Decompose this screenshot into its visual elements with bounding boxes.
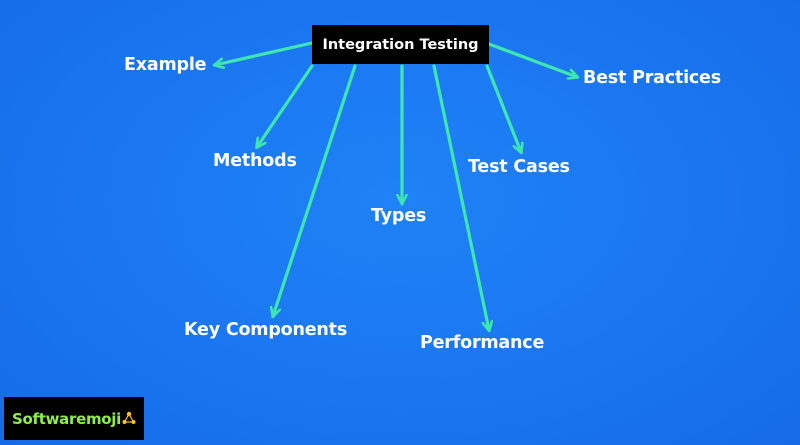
arrow-to-performance xyxy=(432,64,489,330)
root-node-integration-testing: Integration Testing xyxy=(312,25,489,64)
arrow-to-key-components xyxy=(273,64,357,316)
node-test-cases: Test Cases xyxy=(468,157,570,177)
arrow-to-test-cases xyxy=(485,64,521,152)
node-key-components: Key Components xyxy=(184,320,348,340)
node-methods: Methods xyxy=(213,151,297,171)
root-node-label: Integration Testing xyxy=(322,36,479,53)
arrow-to-example xyxy=(215,41,314,65)
logo-network-icon xyxy=(122,411,136,424)
logo-text: Softwaremoji xyxy=(12,409,121,428)
node-example: Example xyxy=(124,55,207,75)
arrow-to-methods xyxy=(257,64,314,147)
softwaremoji-logo: Softwaremoji xyxy=(4,397,144,440)
arrow-to-best-practices xyxy=(487,42,577,77)
node-types: Types xyxy=(371,206,427,226)
node-performance: Performance xyxy=(420,333,545,353)
node-best-practices: Best Practices xyxy=(583,68,721,88)
